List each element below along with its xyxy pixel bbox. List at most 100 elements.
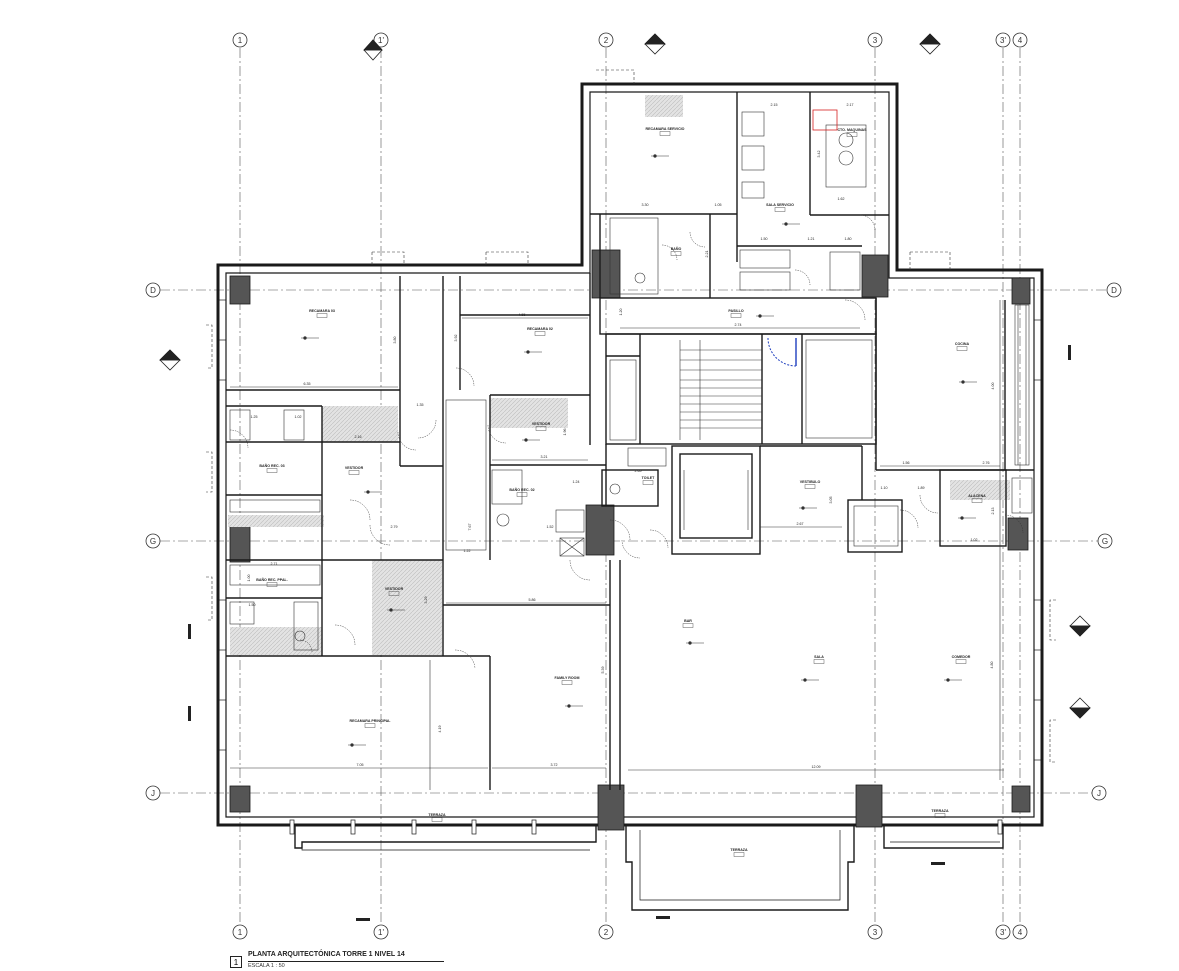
room-label: CTO. MAQUINAS [837,128,867,132]
grid-bubble-top: 1' [373,32,389,48]
grid-label: 1' [378,36,384,45]
dimension-label: 1.02 [971,538,978,542]
room-tag-box [730,313,742,318]
grid-label: 4 [1018,928,1023,937]
grid-bubble-bottom: 1 [232,924,248,940]
room-tag-box [956,346,968,351]
interior-details [229,111,1033,790]
room-label: BAÑO REC. 03 [259,463,284,468]
door-swings [229,214,1024,669]
room-tag-box [388,591,400,596]
exterior-walls [216,82,1044,827]
room-tag-box [364,723,376,728]
dimension-label: 1.80 [845,237,852,241]
dimension-label: 2.17 [847,103,854,107]
dimension-label: 2.21 [705,251,709,258]
room-label: BAÑO REC. PPAL. [256,577,287,582]
dimension-label: 3.42 [817,151,821,158]
plan-title: PLANTA ARQUITECTÓNICA TORRE 1 NIVEL 14 [248,951,405,958]
grid-label: 2 [604,928,609,937]
dimension-label: 4.19 [438,726,442,733]
dimension-label: 3.80 [393,337,397,344]
room-tag-box [670,251,682,256]
dimension-label: 3.21 [541,455,548,459]
window-mullions [218,299,1042,761]
room-tag-box [659,131,671,136]
room-label: BAÑO [671,246,682,251]
room-label: RECAMARA 02 [527,327,553,331]
room-tag-box [955,659,967,664]
grid-bubble-top: 3' [995,32,1011,48]
room-tag-box [971,498,983,503]
dimension-label: 2.79 [391,525,398,529]
dimension-label: 2.74 [735,323,742,327]
grid-bubble-right: G [1097,533,1113,549]
dimension-label: 4.00 [991,383,995,390]
dimension-label: 1.22 [464,549,471,553]
room-tag-box [535,426,547,431]
grid-label: J [151,789,155,798]
grid-label: 1' [378,928,384,937]
room-tag-box [774,207,786,212]
hatched-areas [228,95,1010,655]
grid-label: J [1097,789,1101,798]
grid-bubble-top: 1 [232,32,248,48]
dimension-label: 7.05 [357,763,364,767]
room-label: TERRAZA [730,848,748,852]
room-label: VESTIBULO [800,480,821,484]
grid-bubble-right: J [1091,785,1107,801]
grid-bubble-left: D [145,282,161,298]
room-tag-box [266,582,278,587]
grid-label: 3' [1000,36,1006,45]
section-markers [159,33,1091,719]
dimension-label: 1.10 [881,486,888,490]
dimension-label: 3.30 [642,203,649,207]
grid-bubble-bottom: 4 [1012,924,1028,940]
room-label: PASILLO [728,309,744,313]
section-marker [159,349,181,371]
highlights [767,109,838,367]
dimension-label: 1.56 [903,461,910,465]
room-label: TERRAZA [931,809,949,813]
room-label: FAMILY ROOM [555,676,580,680]
section-marker [644,33,666,55]
grid-bubble-top: 2 [598,32,614,48]
dimension-label: 1.96 [563,429,567,436]
dimension-label: 3.05 [829,497,833,504]
dimension-label: 1.21 [808,237,815,241]
dimension-label: 2.15 [771,103,778,107]
dimension-label: 1.89 [918,486,925,490]
dimension-label: 2.71 [271,562,278,566]
title-number: 1 [230,956,242,968]
dimension-label: 5.39 [601,667,605,674]
structural-columns [229,249,1031,831]
room-label: VESTIDOR [385,587,404,591]
grid-label: G [1102,537,1108,546]
grid-label: 1 [238,928,243,937]
room-tag-box [934,813,946,818]
dimension-label: 1.05 [715,203,722,207]
grid-bubble-right: D [1106,282,1122,298]
dimension-label: 1.24 [573,480,580,484]
section-marker [919,33,941,55]
dimension-label: 1.50 [249,603,256,607]
room-tag-box [733,852,745,857]
grid-label: 2 [604,36,609,45]
room-tag-box [682,623,694,628]
dimension-label: 2.16 [355,435,362,439]
dimension-label: 3.92 [454,335,458,342]
room-tag-box [561,680,573,685]
room-label: TERRAZA [428,813,446,817]
grid-label: D [150,286,156,295]
interior-walls [226,92,1034,790]
dimension-label: 1.35 [417,403,424,407]
room-label: BAR [684,619,692,623]
room-tag-box [813,659,825,664]
room-tag-box [804,484,816,489]
room-label: RECAMARA SERVICIO [646,127,685,131]
grid-bubble-bottom: 1' [373,924,389,940]
grid-bubble-left: J [145,785,161,801]
dimension-label: 6.35 [304,382,311,386]
